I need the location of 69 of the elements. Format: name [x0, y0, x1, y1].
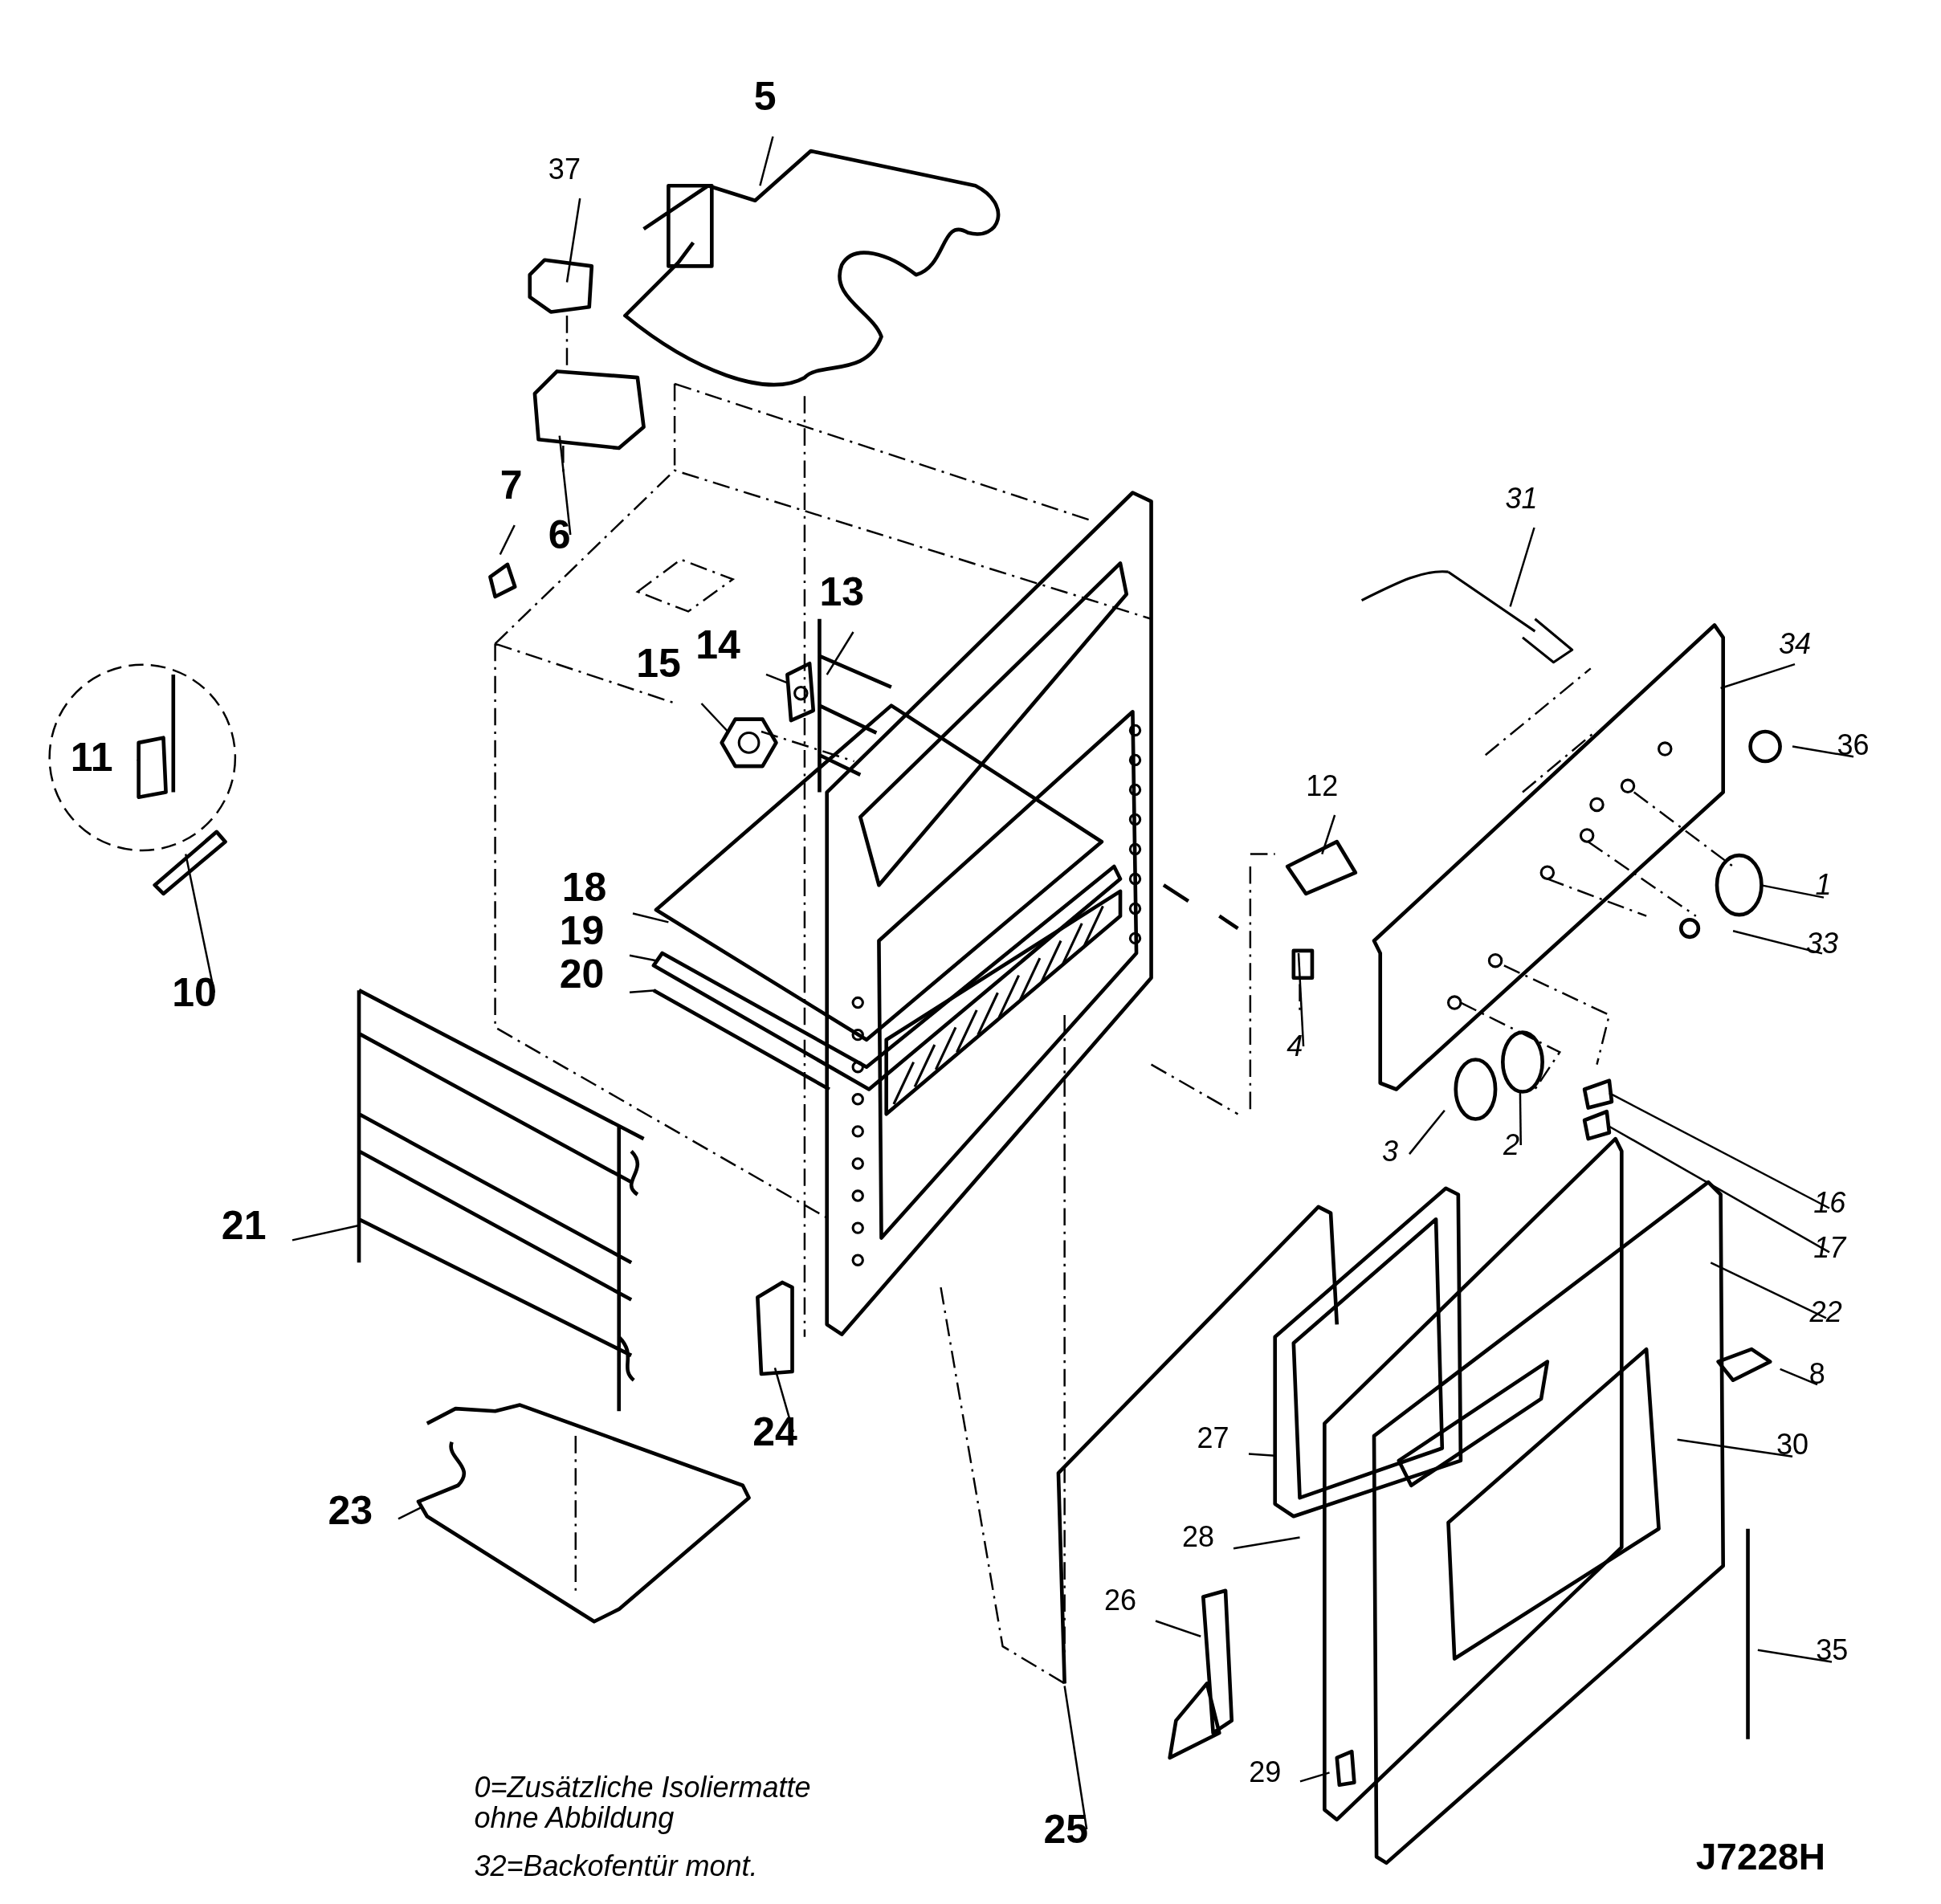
leader-line — [1710, 1262, 1827, 1319]
callout-number: 15 — [634, 643, 683, 684]
leader-line — [1792, 745, 1854, 758]
leader-line — [1321, 814, 1336, 854]
leader-line — [1519, 1091, 1522, 1145]
callout-number: 35 — [1814, 1635, 1850, 1665]
note-text: 0=Zusätzliche Isoliermatte ohne Abbildung — [474, 1772, 812, 1833]
callout-number: 3 — [1380, 1136, 1401, 1166]
callout-number: 19 — [557, 911, 606, 952]
leader-line — [1720, 663, 1796, 690]
leader-line — [826, 631, 854, 675]
leader-line — [1609, 1092, 1830, 1209]
drawing-number: J7228H — [1695, 1835, 1825, 1880]
callout-number: 23 — [326, 1490, 375, 1531]
callout-number: 28 — [1181, 1523, 1217, 1552]
leader-line — [1780, 1368, 1818, 1386]
leader-line — [1299, 1771, 1330, 1783]
callout-number: 31 — [1503, 484, 1539, 514]
leader-line — [1509, 527, 1535, 607]
callout-number: 24 — [751, 1412, 799, 1453]
leader-line — [1757, 1649, 1833, 1663]
callout-number: 18 — [560, 867, 609, 908]
callout-number: 12 — [1304, 771, 1340, 801]
callout-number: 37 — [546, 155, 582, 185]
callout-number: 34 — [1777, 629, 1813, 658]
leader-line — [398, 1506, 422, 1520]
leader-line — [629, 989, 657, 993]
callout-number: 16 — [1812, 1188, 1848, 1218]
leader-line — [1248, 1453, 1275, 1457]
callout-number: 36 — [1835, 730, 1871, 760]
leader-line — [292, 1224, 360, 1241]
callout-number: 13 — [818, 571, 866, 612]
leader-line — [1063, 1686, 1088, 1830]
callout-number: 10 — [170, 972, 218, 1013]
note-text: 32=Backofentür mont. — [474, 1848, 758, 1884]
callout-number: 29 — [1247, 1758, 1283, 1788]
callout-number: 27 — [1195, 1424, 1231, 1453]
callout-number: 14 — [694, 625, 742, 666]
leader-line — [759, 136, 774, 186]
leader-line — [700, 703, 729, 732]
callout-number: 21 — [219, 1205, 268, 1246]
leader-line — [499, 524, 516, 556]
callout-number: 26 — [1103, 1586, 1139, 1616]
leader-line — [1732, 929, 1823, 955]
leader-line — [565, 198, 581, 283]
leader-line — [1233, 1536, 1300, 1550]
callout-number: 6 — [546, 514, 573, 555]
leader-line — [1297, 952, 1305, 1047]
callout-number: 2 — [1502, 1130, 1522, 1160]
callout-number: 4 — [1285, 1031, 1305, 1061]
callout-number: 20 — [557, 954, 606, 995]
leader-line — [773, 1367, 795, 1433]
leader-line — [1677, 1438, 1793, 1458]
leader-line — [632, 912, 669, 923]
leader-line — [629, 954, 657, 962]
callout-number: 30 — [1775, 1429, 1811, 1459]
callout-number: 33 — [1804, 928, 1841, 958]
callout-number: 25 — [1042, 1809, 1090, 1850]
callout-number: 8 — [1807, 1360, 1827, 1388]
leader-line — [1609, 1125, 1830, 1254]
callout-number: 5 — [752, 76, 778, 117]
leader-line — [558, 435, 572, 536]
callout-number: 1 — [1813, 870, 1833, 900]
callout-number: 11 — [68, 737, 115, 778]
leader-line — [1409, 1109, 1446, 1155]
callout-number: 22 — [1808, 1297, 1844, 1327]
leader-line — [1155, 1620, 1201, 1637]
callout-number: 7 — [498, 465, 524, 506]
callout-number: 17 — [1812, 1233, 1848, 1262]
